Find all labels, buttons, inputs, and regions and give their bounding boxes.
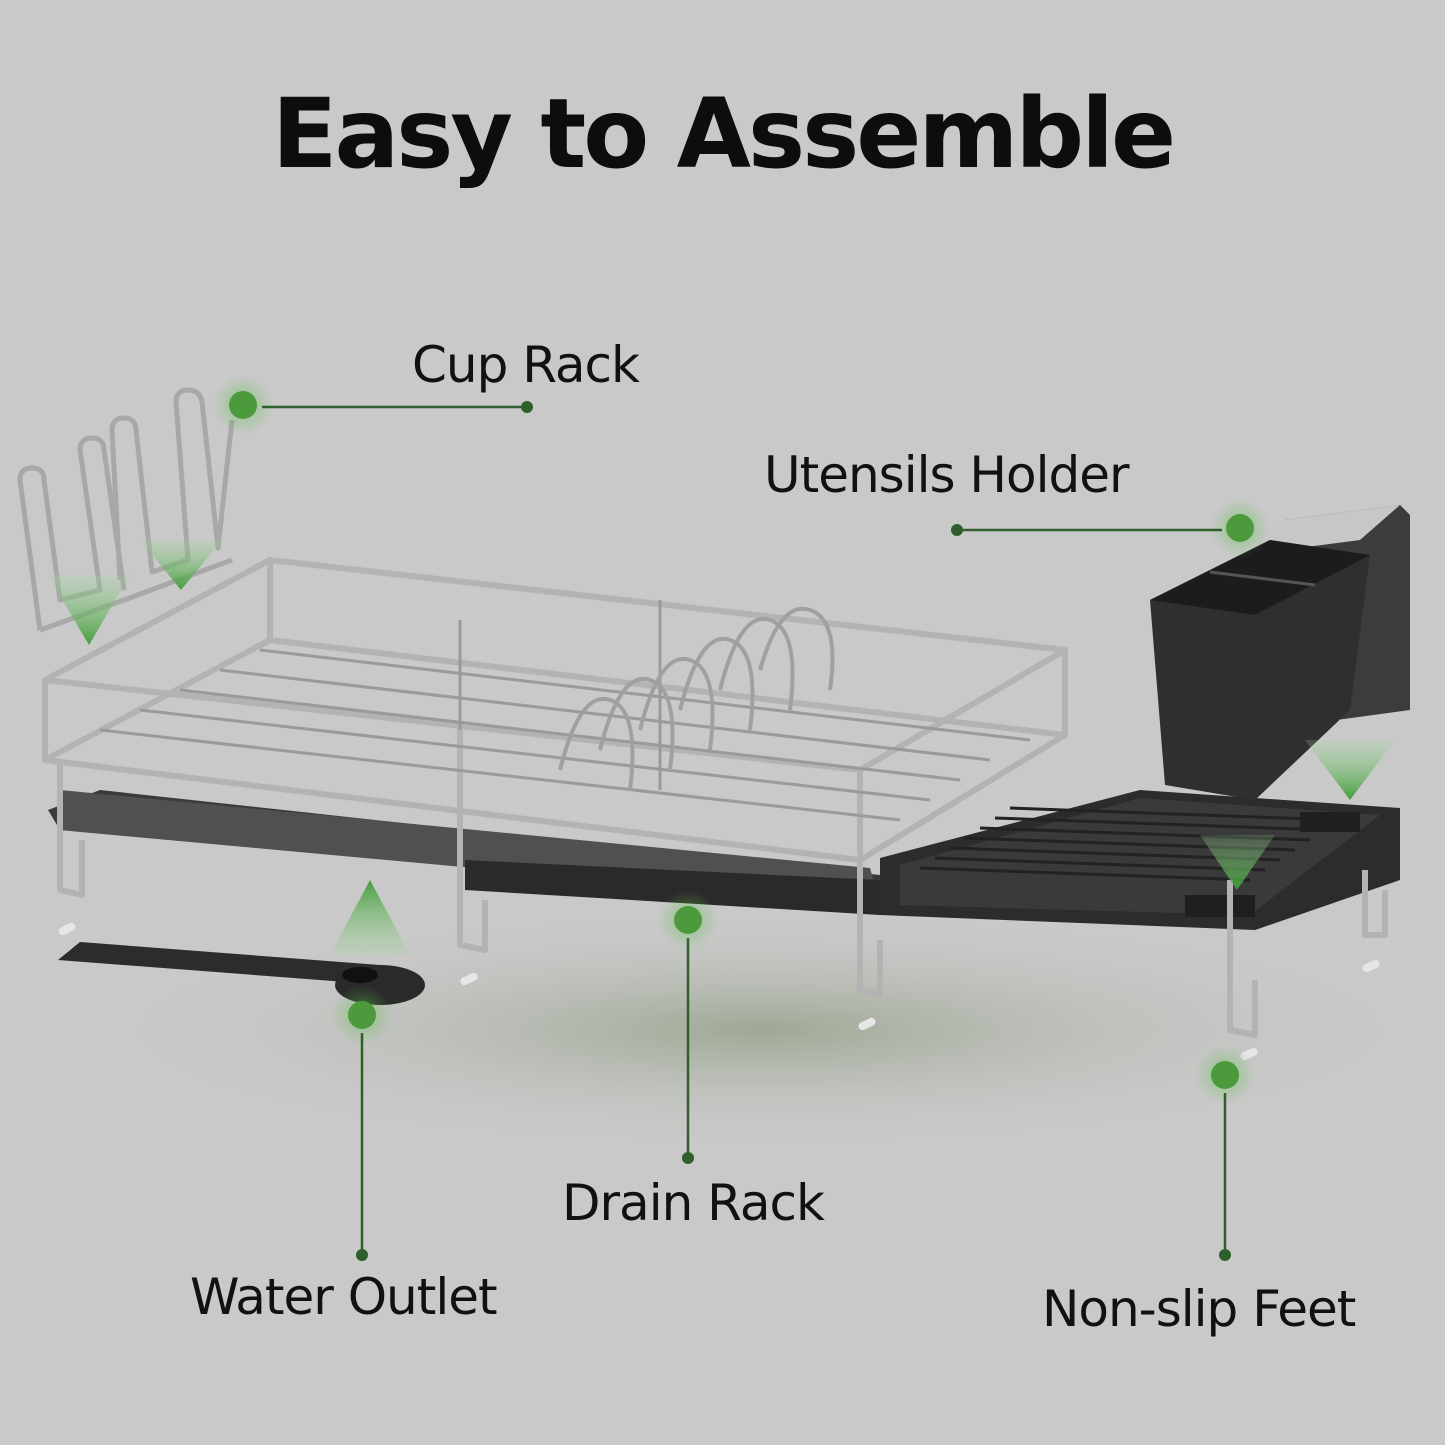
dish-rack-frame — [42, 557, 1388, 1038]
utensils-holder-illustration — [1150, 505, 1410, 800]
page-title: Easy to Assemble — [271, 78, 1176, 190]
label-cup-rack: Cup Rack — [412, 336, 640, 394]
floor-shadow — [80, 910, 1440, 1150]
down-arrow — [140, 540, 222, 590]
callout-utensils-holder — [951, 498, 1270, 558]
callout-water-outlet — [332, 985, 392, 1261]
callout-drain-rack — [658, 890, 718, 1164]
down-arrow — [48, 575, 130, 645]
down-arrow — [1200, 835, 1275, 890]
drip-tray — [48, 790, 880, 915]
label-drain-rack: Drain Rack — [562, 1174, 825, 1232]
extension-tray — [880, 790, 1400, 930]
up-arrow — [330, 880, 410, 955]
callout-cup-rack — [213, 375, 533, 435]
callout-non-slip-feet — [1195, 1045, 1255, 1261]
label-water-outlet: Water Outlet — [190, 1268, 498, 1326]
label-non-slip-feet: Non-slip Feet — [1042, 1280, 1356, 1338]
down-arrow — [1305, 740, 1395, 800]
label-utensils-holder: Utensils Holder — [764, 446, 1130, 504]
plate-holder-loops — [558, 606, 835, 791]
